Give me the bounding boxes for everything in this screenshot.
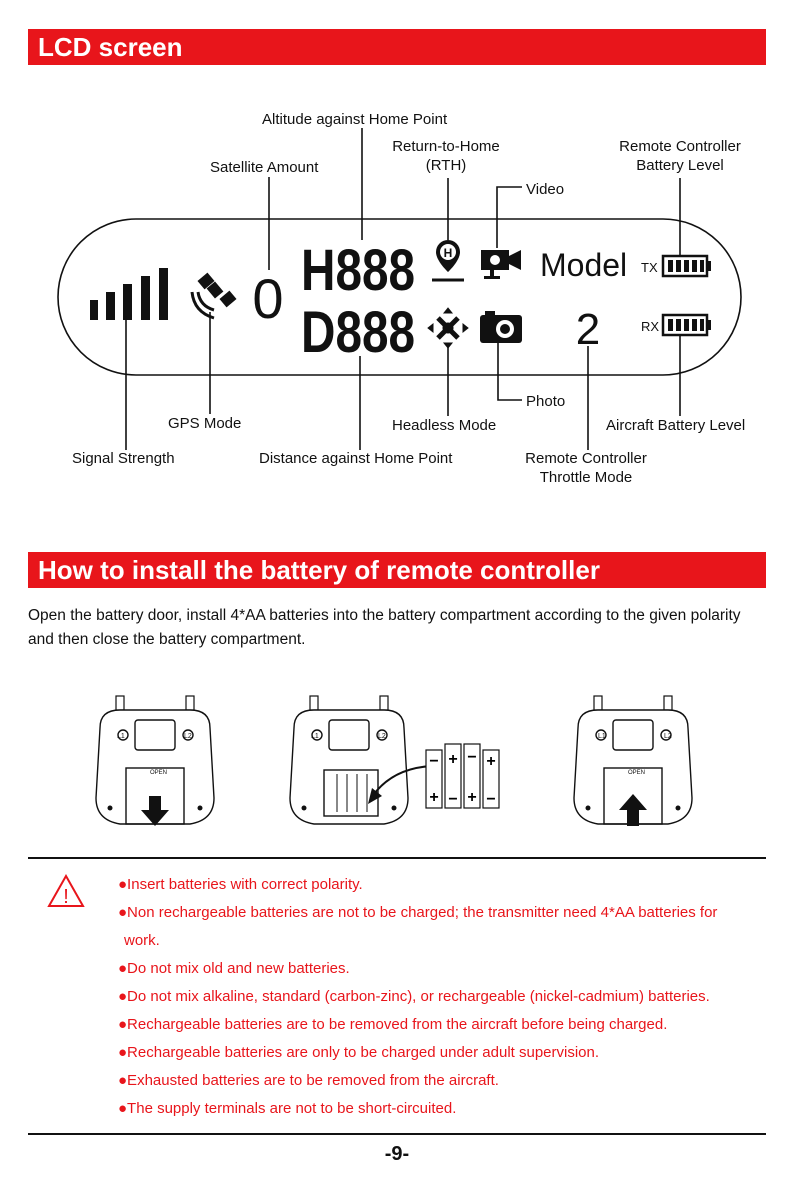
controller-step1 xyxy=(95,695,215,826)
svg-text:+: + xyxy=(486,753,495,770)
controller-step2 xyxy=(289,695,433,825)
rx-label: RX xyxy=(641,319,659,334)
battery-instructions: Open the battery door, install 4*AA batt… xyxy=(28,607,741,648)
page-number: -9- xyxy=(384,1143,410,1165)
warning-item: ●Non rechargeable batteries are not to b… xyxy=(118,904,718,921)
rx-battery-icon xyxy=(661,313,711,337)
rth-badge-letter: H xyxy=(444,246,453,260)
svg-text:+: + xyxy=(467,789,476,806)
callout-lines xyxy=(125,128,681,450)
label-photo: Photo xyxy=(526,393,566,410)
lcd-diagram: 0 H888 D888 H 2 Model TX xyxy=(57,128,742,450)
tx-label: TX xyxy=(641,260,658,275)
label-satellite: Satellite Amount xyxy=(210,159,319,176)
label-headless: Headless Mode xyxy=(392,417,497,434)
svg-text:+: + xyxy=(448,751,457,768)
ctrl3-l1-label: L1 xyxy=(598,733,606,740)
label-distance: Distance against Home Point xyxy=(259,450,453,467)
warning-item: ●Rechargeable batteries are only to be c… xyxy=(118,1044,600,1061)
ctrl1-open-label: OPEN xyxy=(150,770,168,776)
warning-item-continuation: work. xyxy=(124,932,160,949)
altitude-readout: H888 xyxy=(301,238,415,303)
model-text: Model xyxy=(540,247,627,283)
return-home-icon: H xyxy=(432,240,464,282)
ctrl3-l2-label: L2 xyxy=(664,733,672,740)
distance-readout: D888 xyxy=(301,300,415,365)
section-header-lcd: LCD screen xyxy=(28,29,766,65)
label-rth-line1: Return-to-Home xyxy=(392,138,500,155)
warning-item: ●The supply terminals are not to be shor… xyxy=(118,1100,457,1117)
label-altitude: Altitude against Home Point xyxy=(262,111,448,128)
divider-bottom xyxy=(28,1133,766,1135)
warning-item: ●Insert batteries with correct polarity. xyxy=(118,876,363,893)
label-rc-battery-line1: Remote Controller xyxy=(619,138,741,155)
ctrl3-open-label: OPEN xyxy=(628,770,646,776)
divider-top xyxy=(28,857,766,859)
video-camera-icon xyxy=(481,250,521,279)
ctrl1-l1-label: L1 xyxy=(117,733,125,740)
warning-item: ●Rechargeable batteries are to be remove… xyxy=(118,1016,668,1033)
label-rth-line2: (RTH) xyxy=(425,157,467,174)
label-rc-battery-line2: Battery Level xyxy=(636,157,724,174)
lcd-screen-outline xyxy=(57,218,742,376)
svg-text:−: − xyxy=(448,791,457,808)
label-rth: Return-to-Home (RTH) xyxy=(376,137,516,175)
aa-battery-pack: − + + − − + + − xyxy=(425,743,500,809)
controller-step3 xyxy=(573,695,693,826)
label-throttle: Remote Controller Throttle Mode xyxy=(510,449,662,487)
ctrl2-l2-label: L2 xyxy=(378,733,386,740)
svg-text:−: − xyxy=(467,749,476,766)
headless-mode-icon xyxy=(427,307,469,349)
ctrl1-l2-label: L2 xyxy=(184,733,192,740)
gps-satellite-icon xyxy=(190,272,237,320)
svg-text:−: − xyxy=(429,753,438,770)
svg-text:!: ! xyxy=(63,886,69,908)
label-aircraft-battery: Aircraft Battery Level xyxy=(606,417,746,434)
label-signal: Signal Strength xyxy=(72,450,175,467)
svg-text:−: − xyxy=(486,791,495,808)
warning-triangle-icon: ! xyxy=(47,874,85,908)
label-throttle-line1: Remote Controller xyxy=(525,450,647,467)
section-header-battery: How to install the battery of remote con… xyxy=(28,552,766,588)
warning-item: ●Do not mix alkaline, standard (carbon-z… xyxy=(118,988,710,1005)
label-throttle-line2: Throttle Mode xyxy=(539,469,633,486)
ctrl2-l1-label: L1 xyxy=(311,733,319,740)
svg-text:+: + xyxy=(429,789,438,806)
warning-item: ●Do not mix old and new batteries. xyxy=(118,960,350,977)
warning-item: ●Exhausted batteries are to be removed f… xyxy=(118,1072,499,1089)
tx-battery-icon xyxy=(661,254,711,278)
signal-strength-icon xyxy=(90,268,168,320)
throttle-digit: 2 xyxy=(576,305,600,354)
photo-camera-icon xyxy=(480,311,522,343)
label-video: Video xyxy=(526,181,565,198)
label-gps-mode: GPS Mode xyxy=(168,415,242,432)
battery-install-illustration: − + + − − + + − xyxy=(95,695,693,826)
satellite-digit: 0 xyxy=(252,267,283,330)
label-rc-battery: Remote Controller Battery Level xyxy=(605,137,755,175)
